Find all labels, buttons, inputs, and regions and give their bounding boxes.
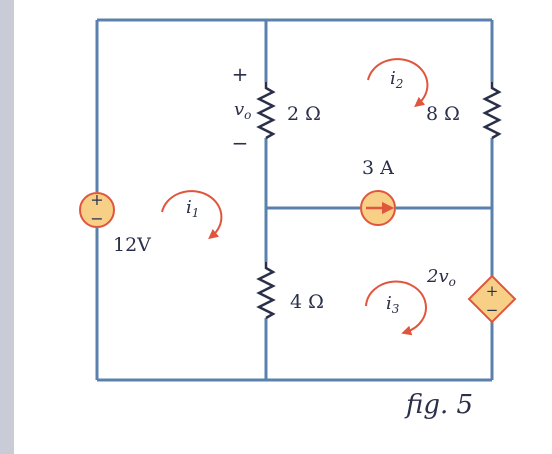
mesh-arrow-i1-icon <box>161 190 223 240</box>
resistor-2-ohm <box>256 82 276 140</box>
mesh-arrow-i3-icon <box>365 280 427 336</box>
vo-minus-label: − <box>232 131 249 155</box>
side-strip <box>0 0 14 454</box>
resistor-8-ohm-label: 8 Ω <box>426 103 460 125</box>
wires <box>95 18 494 382</box>
vo-plus-label: + <box>232 62 249 86</box>
dep-source-minus-sign: − <box>486 301 499 319</box>
vo-label: vo <box>234 99 251 122</box>
dependent-voltage-source: + − <box>467 274 517 324</box>
mesh-arrow-i2-icon <box>367 58 429 108</box>
current-source-3a <box>360 190 396 226</box>
source-plus-sign: + <box>90 190 103 209</box>
dep-source-label: 2vo <box>426 266 456 289</box>
resistor-2-ohm-label: 2 Ω <box>287 103 321 125</box>
dep-source-plus-sign: + <box>486 282 499 300</box>
mesh-current-i1-label: i1 <box>186 197 199 220</box>
mesh-current-i3-label: i3 <box>386 293 400 316</box>
resistor-4-ohm <box>256 262 276 320</box>
voltage-source-12v: + − <box>79 190 115 228</box>
voltage-source-label: 12V <box>113 234 151 256</box>
resistor-8-ohm <box>482 82 502 140</box>
figure-caption: fig. 5 <box>404 390 473 420</box>
source-minus-sign: − <box>90 209 103 228</box>
current-source-label: 3 A <box>362 157 394 179</box>
mesh-current-i2-label: i2 <box>390 68 403 91</box>
resistor-4-ohm-label: 4 Ω <box>290 291 324 313</box>
